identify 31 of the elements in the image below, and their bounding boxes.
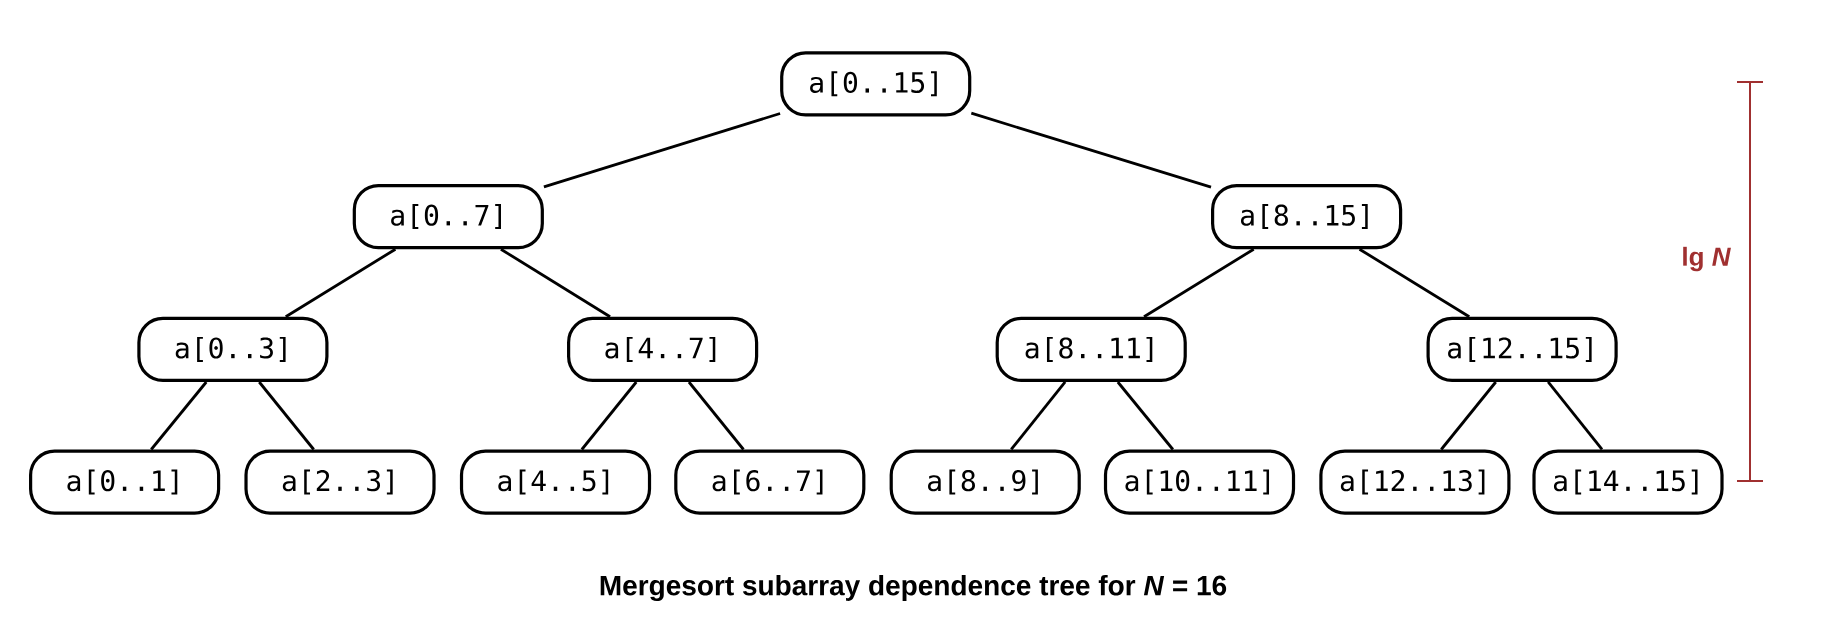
- subarray-box: a[0..7]: [352, 184, 544, 250]
- tree-edge: [543, 112, 781, 189]
- subarray-box: a[2..3]: [244, 449, 436, 515]
- subarray-box: a[6..7]: [674, 449, 866, 515]
- subarray-box: a[0..3]: [137, 316, 329, 382]
- subarray-box: a[8..9]: [889, 449, 1081, 515]
- subarray-box: a[0..15]: [780, 51, 972, 117]
- tree-edge: [285, 248, 397, 318]
- subarray-box: a[12..15]: [1426, 316, 1618, 382]
- subarray-box: a[12..13]: [1319, 449, 1511, 515]
- dimension-label: lg N: [1683, 246, 1731, 272]
- tree-edge: [970, 111, 1212, 189]
- tree-edge: [1440, 381, 1497, 451]
- subarray-box: a[8..11]: [995, 316, 1187, 382]
- tree-edge: [1116, 381, 1174, 451]
- caption: Mergesort subarray dependence tree for N = 16: [600, 574, 1227, 602]
- subarray-box: a[14..15]: [1532, 449, 1724, 515]
- subarray-box: a[4..5]: [459, 449, 652, 515]
- tree-edge: [500, 248, 611, 318]
- tree-edge: [1358, 248, 1470, 318]
- tree-edge: [1010, 381, 1067, 451]
- tree-edge: [1143, 248, 1255, 318]
- tree-edge: [1547, 381, 1604, 451]
- tree-edge: [580, 381, 638, 451]
- tree-edge: [687, 381, 745, 451]
- subarray-box: a[10..11]: [1103, 449, 1296, 515]
- subarray-box: a[0..1]: [29, 449, 221, 515]
- subarray-box: a[4..7]: [567, 316, 759, 382]
- subarray-box: a[8..15]: [1211, 184, 1403, 250]
- tree-edge: [150, 381, 208, 451]
- tree-edge: [258, 381, 315, 451]
